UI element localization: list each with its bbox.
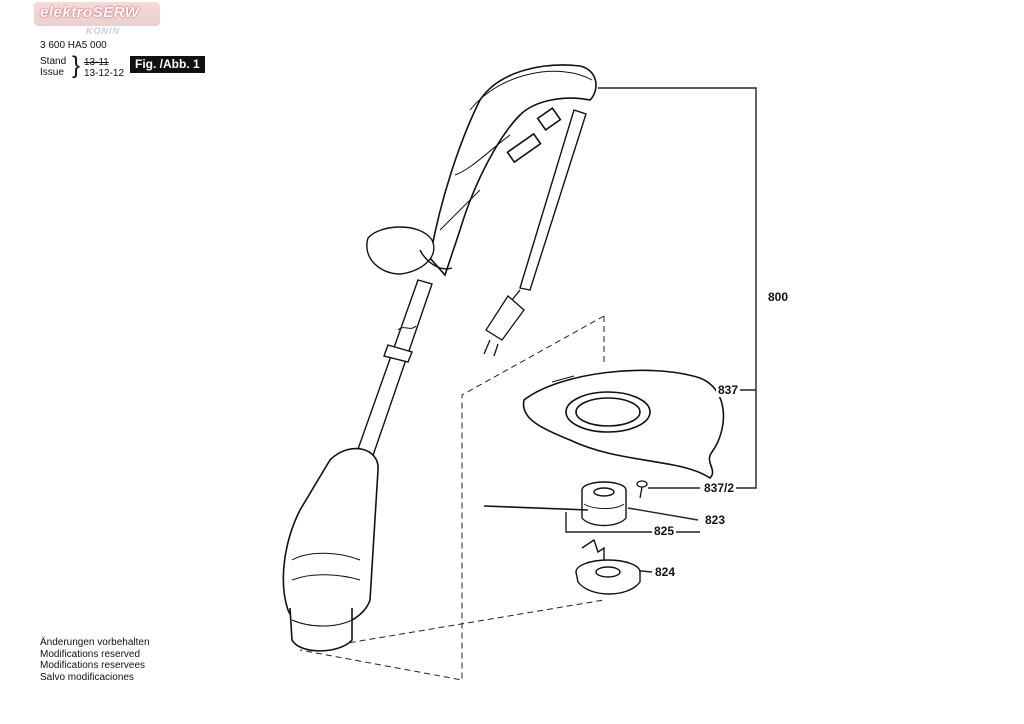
figure-label: Fig. /Abb. 1 [130, 56, 205, 73]
logo-sub-text: KONIN [86, 26, 120, 36]
stand-issue-labels: Stand Issue [40, 56, 66, 78]
shaft [519, 109, 587, 291]
callout-837-2: 837/2 [702, 481, 737, 495]
note-spanish: Salvo modificaciones [40, 671, 134, 683]
new-issue-date: 13-12-12 [84, 68, 125, 79]
issue-label: Issue [40, 67, 64, 78]
note-english: Modifications reserved [40, 648, 141, 660]
guard-part-837 [522, 369, 725, 480]
callout-823: 823 [703, 513, 728, 527]
logo-main-text: elektroSERW [40, 4, 140, 21]
trimmer-handle [429, 64, 597, 277]
old-issue-date: 13-11 [84, 57, 109, 68]
stand-label: Stand [40, 56, 67, 67]
spool-part-823 [581, 481, 627, 527]
note-french: Modifications reservees [40, 660, 146, 671]
auxiliary-handle [366, 226, 453, 275]
alignment-dashes [299, 315, 605, 681]
brace-symbol: } [72, 52, 81, 79]
leader-lines [565, 87, 757, 573]
document-number: 3 600 HA5 000 [40, 40, 107, 51]
screw-part-837-2 [636, 480, 648, 499]
modification-notes: Änderungen vorbehalten Modifications res… [40, 637, 150, 683]
callout-825: 825 [652, 524, 677, 538]
watermark-logo [34, 2, 160, 26]
power-plug [483, 289, 525, 357]
callout-824: 824 [653, 565, 678, 579]
note-german: Änderungen vorbehalten [40, 637, 150, 648]
lower-shaft [351, 279, 433, 471]
spool-cap-part-824 [575, 538, 641, 595]
motor-housing [282, 447, 379, 652]
callout-837: 837 [716, 383, 741, 397]
cutting-line-part-825 [483, 505, 589, 511]
callout-800: 800 [766, 290, 791, 304]
